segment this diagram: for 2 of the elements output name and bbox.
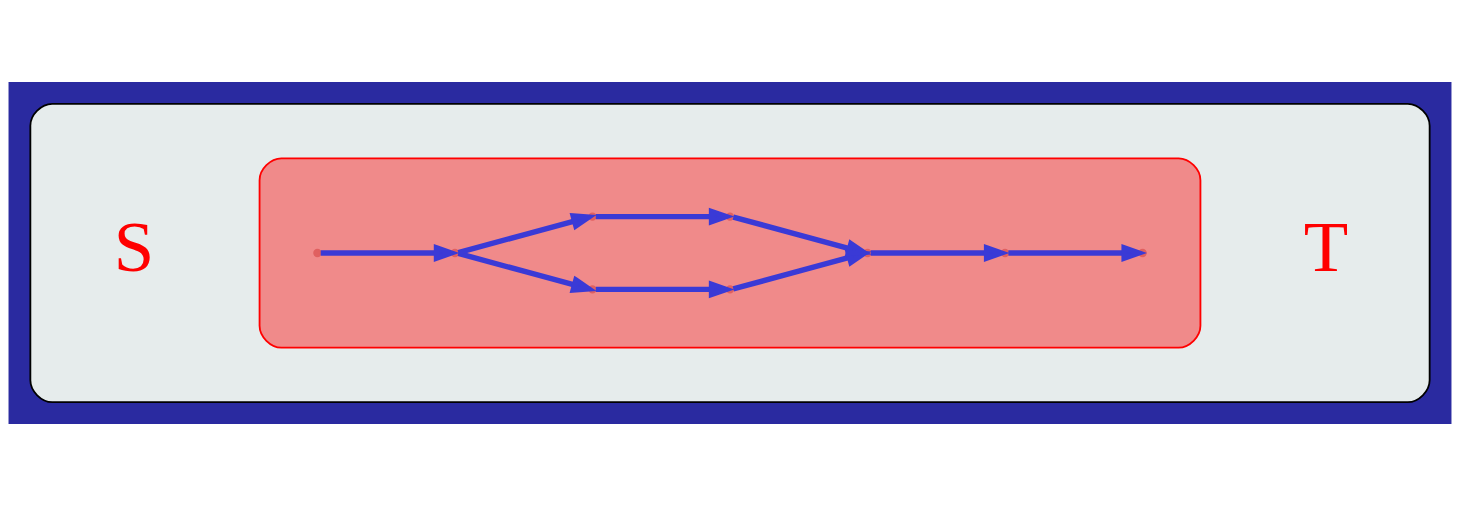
label: S xyxy=(113,206,155,288)
label: T xyxy=(1303,206,1349,288)
